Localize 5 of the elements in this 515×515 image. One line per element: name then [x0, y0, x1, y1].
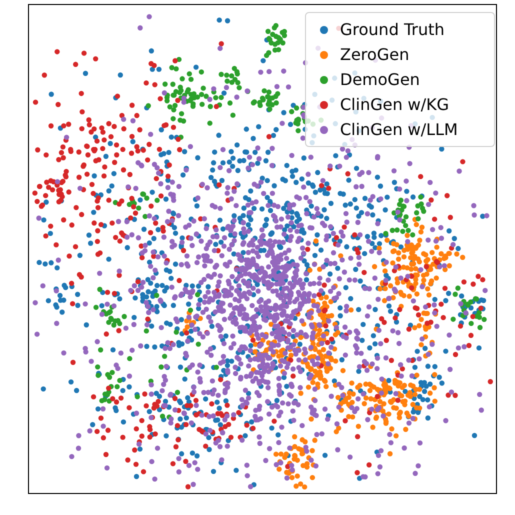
legend-label: ClinGen w/KG [340, 95, 450, 114]
legend-label: ZeroGen [340, 45, 410, 64]
legend-label: DemoGen [340, 70, 420, 89]
legend-label: ClinGen w/LLM [340, 120, 458, 139]
legend-label: Ground Truth [340, 20, 444, 39]
